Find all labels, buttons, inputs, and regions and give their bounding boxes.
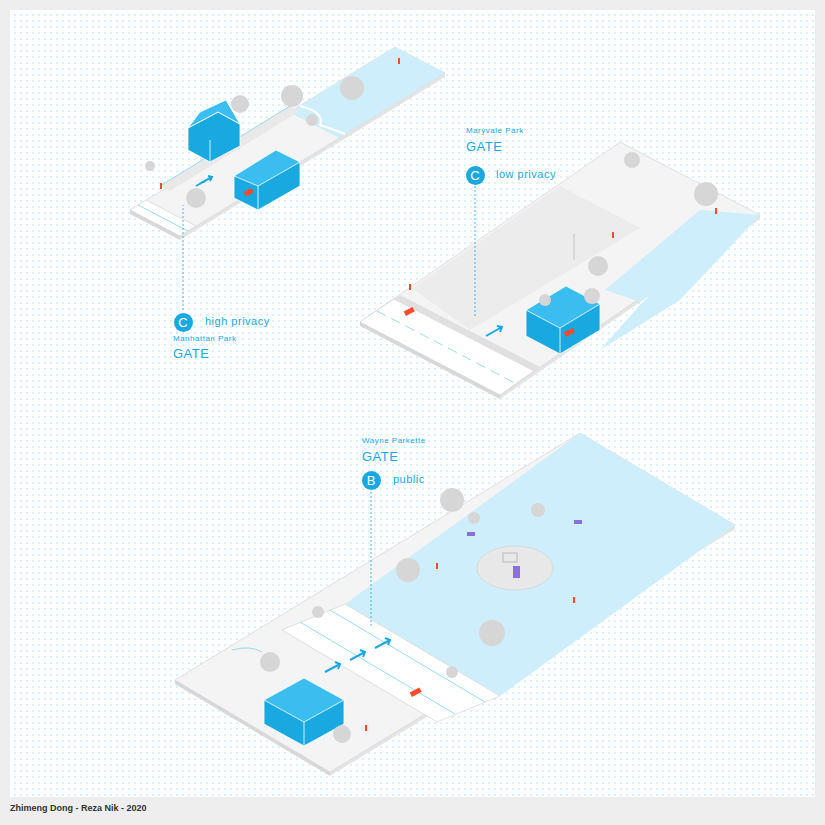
place-name: Wayne Parkette	[362, 437, 426, 446]
category-letter: C	[470, 169, 479, 182]
gate-label: GATE	[466, 140, 502, 154]
category-circle: C	[466, 166, 485, 185]
category-circle: B	[362, 471, 381, 490]
site-maryvale	[360, 142, 760, 399]
gate-label: GATE	[362, 450, 398, 464]
place-name: Manhattan Park	[173, 335, 236, 344]
privacy-label: public	[393, 473, 425, 485]
credit-caption: Zhimeng Dong - Reza Nik - 2020	[10, 803, 147, 813]
category-letter: B	[367, 474, 376, 487]
place-name: Maryvale Park	[466, 127, 524, 136]
gate-label: GATE	[173, 347, 209, 361]
leader-lines	[183, 186, 475, 628]
site-manhattan	[130, 47, 445, 240]
privacy-label: high privacy	[205, 315, 270, 327]
site-wayne	[175, 433, 735, 776]
category-circle: C	[174, 313, 193, 332]
privacy-label: low privacy	[496, 168, 556, 180]
category-letter: C	[178, 316, 187, 329]
